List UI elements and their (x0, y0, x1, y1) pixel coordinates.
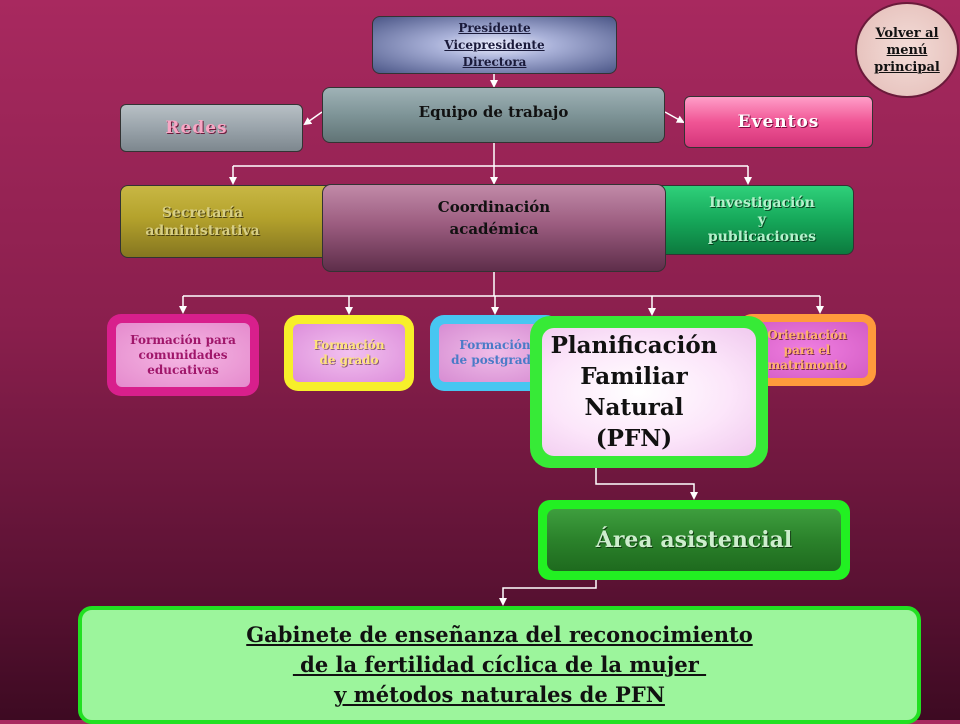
pfn-line1: Planificación (550, 332, 718, 359)
investigacion-line3: publicaciones (707, 228, 817, 245)
node-eventos: Eventos (684, 96, 873, 148)
coordinacion-line2: académica (449, 220, 539, 238)
node-presidencia: Presidente Vicepresidente Directora (372, 16, 617, 74)
node-formacion-comunidades: Formación para comunidades educativas (107, 314, 259, 396)
form-post-line2: de postgrado (451, 353, 539, 367)
connector-equipo-to-redes (303, 111, 323, 126)
volver-line2: menú (886, 42, 928, 58)
pfn-line2: Familiar (580, 363, 688, 390)
presidente-label: Presidente (458, 20, 531, 35)
secretaria-line1: Secretaría (161, 204, 244, 221)
pfn-line3: Natural (584, 394, 684, 421)
investigacion-line2: y (757, 211, 767, 228)
pfn-line4: (PFN) (595, 425, 673, 452)
form-com-line3: educativas (147, 362, 219, 377)
area-panel: Área asistencial (547, 509, 841, 571)
node-secretaria-administrativa: Secretaría administrativa (120, 185, 345, 258)
orient-line3: matrimonio (767, 357, 847, 372)
gabinete-line1: Gabinete de enseñanza del reconocimiento (246, 622, 753, 647)
orient-line1: Orientación (767, 327, 847, 342)
gabinete-line3: y métodos naturales de PFN (334, 682, 665, 707)
pfn-panel: Planificación Familiar Natural (PFN) (542, 328, 756, 456)
connector-pfn-to-area (595, 468, 698, 500)
vicepresidente-label: Vicepresidente (444, 37, 545, 52)
node-investigacion-publicaciones: Investigación y publicaciones (640, 185, 854, 255)
orient-line2: para el (783, 342, 831, 357)
node-planificacion-familiar-natural: Planificación Familiar Natural (PFN) (530, 316, 768, 468)
area-label: Área asistencial (595, 526, 793, 553)
secretaria-line2: administrativa (145, 222, 260, 239)
redes-label: Redes (165, 118, 228, 138)
eventos-label: Eventos (737, 112, 820, 132)
volver-line3: principal (874, 59, 940, 75)
back-to-main-menu-button[interactable]: Volver al menú principal (855, 2, 959, 98)
form-post-line1: Formación (459, 338, 531, 352)
node-formacion-grado: Formación de grado (284, 315, 414, 391)
node-redes: Redes (120, 104, 303, 152)
form-com-line1: Formación para (130, 332, 236, 347)
node-area-asistencial: Área asistencial (538, 500, 850, 580)
form-com-line2: comunidades (138, 347, 228, 362)
equipo-label: Equipo de trabajo (418, 103, 569, 121)
directora-label: Directora (462, 54, 527, 69)
formacion-comunidades-panel: Formación para comunidades educativas (116, 323, 250, 387)
coordinacion-line1: Coordinación (437, 198, 551, 216)
connector-area-to-gabinete (499, 580, 597, 606)
formacion-grado-panel: Formación de grado (293, 324, 405, 382)
form-grado-line1: Formación (313, 338, 385, 352)
form-grado-line2: de grado (319, 353, 379, 367)
node-equipo-de-trabajo: Equipo de trabajo (322, 87, 665, 143)
connector-equipo-to-eventos (664, 111, 685, 123)
node-coordinacion-academica: Coordinación académica (322, 184, 666, 272)
node-gabinete-ensenanza: Gabinete de enseñanza del reconocimiento… (78, 606, 921, 724)
investigacion-line1: Investigación (709, 194, 815, 211)
gabinete-line2: de la fertilidad cíclica de la mujer (292, 652, 707, 677)
volver-line1: Volver al (875, 25, 939, 41)
